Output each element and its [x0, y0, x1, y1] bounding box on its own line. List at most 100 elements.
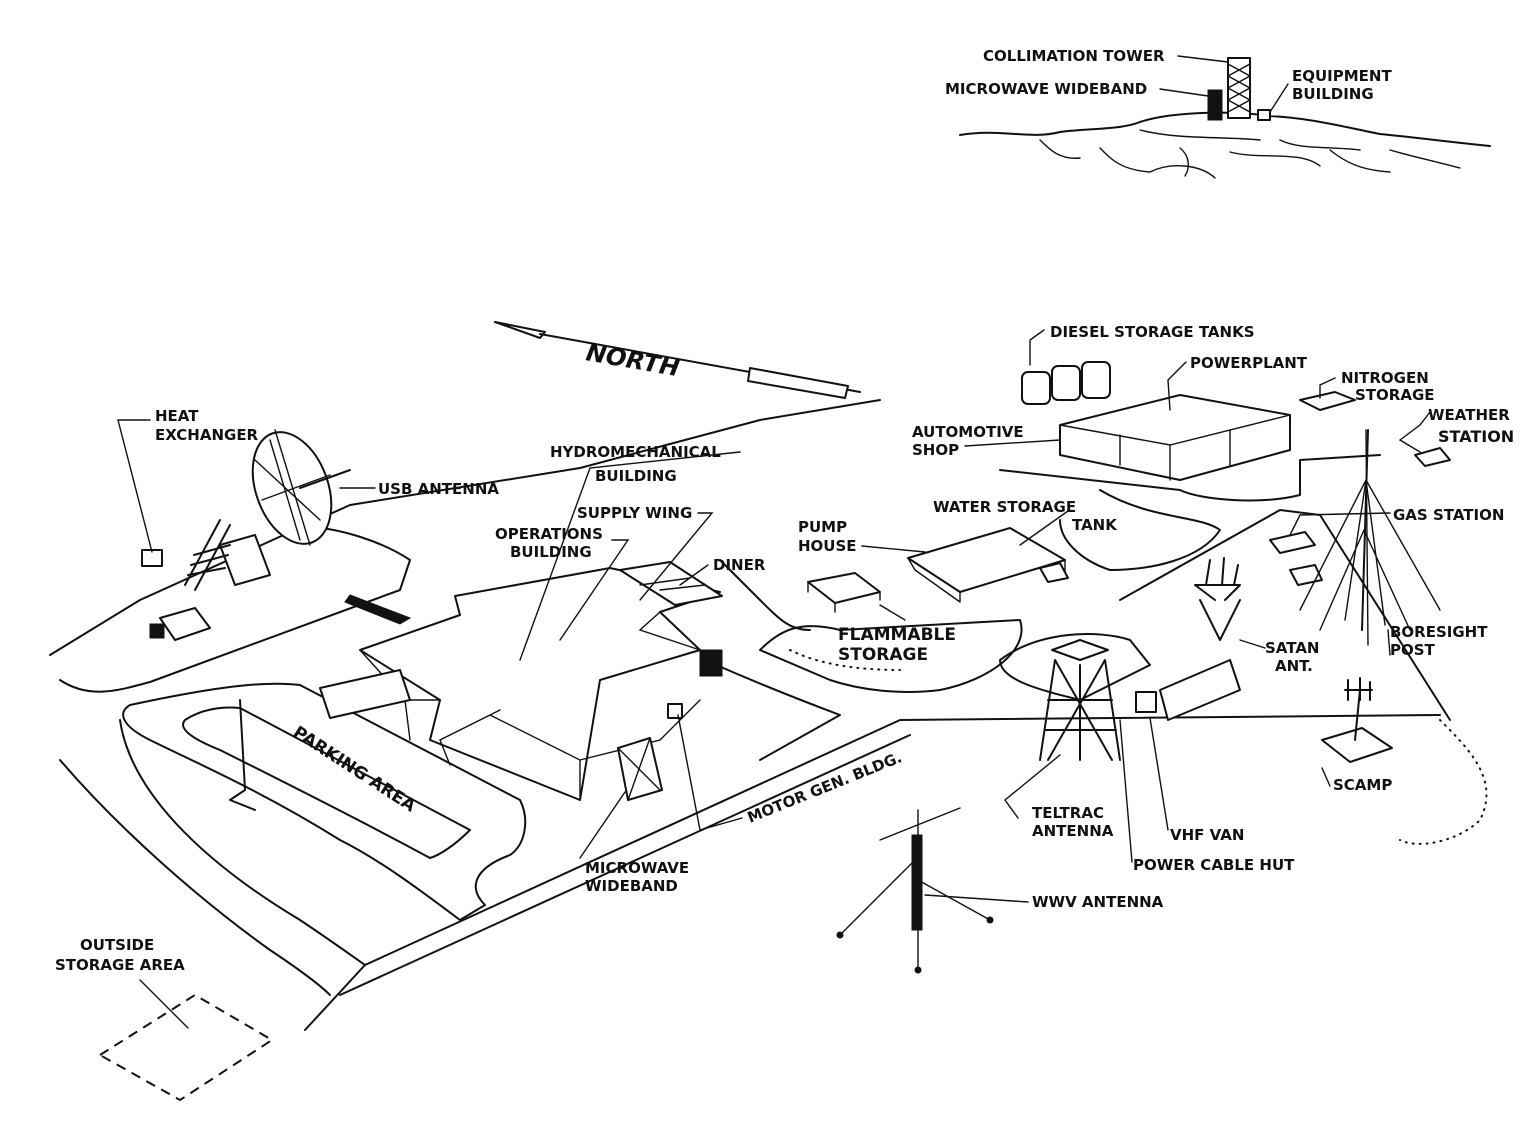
label-boresight-post-1: BORESIGHT — [1390, 623, 1488, 641]
road-powerplant — [999, 454, 1381, 502]
label-collimation-tower: COLLIMATION TOWER — [983, 47, 1165, 65]
road-east-right — [1119, 509, 1451, 721]
label-microwave-wideband-1: MICROWAVE — [585, 859, 689, 877]
label-vhf-van: VHF VAN — [1170, 826, 1244, 844]
label-powerplant: POWERPLANT — [1190, 354, 1308, 372]
parking-sign-post — [229, 699, 256, 811]
satan-antenna — [1194, 557, 1241, 641]
label-hydromechanical-2: BUILDING — [595, 467, 677, 485]
gas-station-vehicle — [1289, 564, 1323, 586]
water-tank-walls — [907, 557, 1066, 603]
boresight-guy-wires — [1299, 479, 1441, 631]
label-automotive-shop-2: SHOP — [912, 441, 959, 459]
label-teltrac-antenna-1: TELTRAC — [1032, 804, 1104, 822]
weather-station — [1414, 447, 1451, 467]
usb-stairs — [184, 519, 231, 591]
pump-house — [1039, 562, 1069, 583]
microwave-wideband-tower-top — [1207, 89, 1223, 121]
leader-powerplant — [1167, 361, 1187, 411]
diesel-tank-2 — [1051, 365, 1081, 401]
label-diesel-storage-tanks: DIESEL STORAGE TANKS — [1050, 323, 1255, 341]
leader-wwv — [924, 894, 1029, 903]
flammable-storage-walls — [807, 581, 881, 613]
outside-storage-area-outline — [98, 993, 274, 1102]
road-flammable-loop — [759, 619, 1023, 693]
road-south-edge-2 — [59, 759, 331, 996]
motor-gen-bldg — [667, 703, 683, 719]
main-road-south — [364, 714, 1441, 966]
leader-hydromechanical — [519, 451, 741, 661]
utility-buildings — [807, 527, 1069, 613]
road-south-plaza — [704, 659, 841, 761]
gas-station — [1269, 531, 1316, 554]
label-satan-ant-2: ANT. — [1275, 657, 1313, 675]
usb-antenna — [141, 429, 351, 641]
powerplant-roof-lines — [1059, 414, 1291, 481]
leader-satan — [1239, 639, 1266, 649]
road-water-tank-loop — [1059, 489, 1221, 571]
main-road-west-lower — [59, 527, 411, 693]
operations-building — [359, 567, 721, 801]
operations-complex — [319, 561, 723, 801]
teltrac-dish — [1051, 639, 1109, 661]
leader-outside-storage — [139, 979, 189, 1029]
hill-contours — [1039, 129, 1461, 179]
usb-hut-annex — [149, 623, 165, 639]
label-operations-building-2: BUILDING — [510, 543, 592, 561]
parking-shelter — [319, 669, 411, 719]
tracking-antennas — [1039, 557, 1393, 763]
leader-nitrogen — [1319, 377, 1336, 399]
wwv-mast — [911, 834, 923, 931]
label-automotive-shop-1: AUTOMOTIVE — [912, 423, 1024, 441]
wwv-guy-wires — [839, 859, 991, 971]
leader-power-cable-hut — [1119, 719, 1133, 863]
north-arrow-tail — [747, 367, 849, 399]
powerplant-building — [1059, 394, 1291, 481]
north-arrow — [494, 321, 861, 399]
label-water-storage-tank-1: WATER STORAGE — [933, 498, 1076, 516]
road-diner-link — [719, 559, 811, 631]
road-network — [49, 399, 1488, 1031]
road-south-edge — [119, 719, 366, 1031]
label-flammable-storage-2: STORAGE — [838, 645, 928, 665]
leader-diner — [679, 564, 709, 586]
leader-supply-wing — [639, 512, 714, 601]
label-hydromechanical-1: HYDROMECHANICAL — [550, 443, 721, 461]
leader-collimation — [1177, 55, 1229, 63]
hilltop-inset — [959, 55, 1491, 179]
usb-pedestal — [219, 534, 271, 586]
label-flammable-storage-1: FLAMMABLE — [838, 625, 956, 645]
label-equipment-building-1: EQUIPMENT — [1292, 67, 1392, 85]
leader-equipment — [1269, 83, 1289, 113]
leader-automotive — [964, 439, 1061, 447]
power-cable-hut — [1135, 691, 1157, 713]
main-road-west — [49, 399, 881, 656]
diner-building — [619, 561, 723, 606]
usb-feed — [299, 469, 351, 489]
wwv-anchor-2 — [986, 916, 994, 924]
leader-operations — [559, 539, 630, 641]
microwave-tower-cross — [617, 737, 661, 801]
label-usb-antenna: USB ANTENNA — [378, 480, 499, 498]
powerplant-area — [1021, 361, 1451, 586]
flammable-storage-building — [807, 572, 881, 604]
label-nitrogen-storage-1: NITROGEN — [1341, 369, 1429, 387]
wwv-top-element — [879, 807, 961, 841]
boresight-post-leader — [1365, 429, 1391, 656]
label-water-storage-tank-2: TANK — [1072, 516, 1118, 534]
operations-annex — [699, 649, 723, 677]
leader-scamp — [1321, 767, 1331, 787]
main-road-south-2 — [339, 734, 911, 996]
collimation-tower-lattice — [1227, 63, 1251, 113]
label-wwv-antenna: WWV ANTENNA — [1032, 893, 1164, 911]
label-microwave-wideband-2: WIDEBAND — [585, 877, 678, 895]
label-satan-ant-1: SATAN — [1265, 639, 1319, 657]
label-north: NORTH — [584, 338, 682, 382]
leader-flammable — [879, 604, 906, 621]
sand-edge-right — [1399, 719, 1488, 845]
wwv-anchor-1 — [836, 931, 844, 939]
hill-ridge-line — [959, 111, 1491, 147]
parking-loop-outer — [122, 682, 527, 921]
